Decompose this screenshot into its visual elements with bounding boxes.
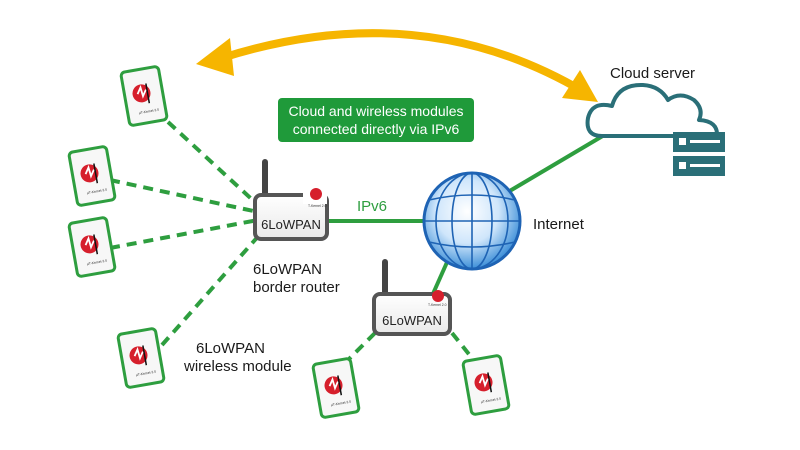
module-icon: μT-Kernel 3.0 [311, 356, 361, 420]
border-router-label-line1: 6LoWPAN [253, 261, 322, 278]
svg-text:μT-Kernel 3.0: μT-Kernel 3.0 [136, 370, 157, 378]
wireless-module-label-line2: wireless module [183, 358, 292, 375]
wireless-link-4 [160, 230, 264, 347]
internet-router2-link [430, 259, 450, 297]
border-router-text: 6LoWPAN [261, 217, 321, 232]
ipv6-label: IPv6 [357, 198, 387, 215]
internet-cloud-link [506, 132, 608, 194]
globe-icon [422, 171, 522, 271]
network-links [109, 120, 608, 370]
border-router-label-line2: border router [253, 279, 340, 296]
internet-label: Internet [533, 216, 585, 233]
server-icon [673, 132, 725, 176]
svg-text:μT-Kernel 3.0: μT-Kernel 3.0 [481, 397, 502, 405]
module-icon: μT-Kernel 3.0 [461, 353, 511, 417]
banner-line-2: connected directly via IPv6 [293, 121, 460, 137]
border-router-icon: T-Kernel 2.0 6LoWPAN [253, 159, 329, 241]
module-icon: μT-Kernel 3.0 [67, 144, 117, 208]
router-badge: T-Kernel 2.0 [428, 303, 447, 307]
wireless-link-1 [166, 120, 260, 207]
cloud-icon [585, 82, 720, 138]
wireless-module-label-line1: 6LoWPAN [196, 340, 265, 357]
svg-text:μT-Kernel 3.0: μT-Kernel 3.0 [87, 188, 108, 196]
info-banner: Cloud and wireless modules connected dir… [278, 98, 474, 142]
wireless-link-2 [109, 178, 259, 214]
banner-line-1: Cloud and wireless modules [288, 103, 463, 119]
router-icon: T-Kernel 2.0 6LoWPAN [372, 259, 452, 336]
border-router-badge: T-Kernel 2.0 [308, 204, 327, 208]
router-text: 6LoWPAN [382, 313, 442, 328]
module-icon: μT-Kernel 3.0 [67, 215, 117, 279]
svg-text:μT-Kernel 3.0: μT-Kernel 3.0 [87, 259, 108, 267]
double-arrow-icon [196, 29, 598, 102]
cloud-server-label: Cloud server [610, 65, 695, 82]
svg-text:μT-Kernel 3.0: μT-Kernel 3.0 [139, 108, 160, 116]
module-icon: μT-Kernel 3.0 [116, 326, 166, 390]
module-icon: μT-Kernel 3.0 [119, 64, 169, 128]
svg-text:μT-Kernel 3.0: μT-Kernel 3.0 [331, 400, 352, 408]
wireless-link-3 [109, 218, 259, 250]
